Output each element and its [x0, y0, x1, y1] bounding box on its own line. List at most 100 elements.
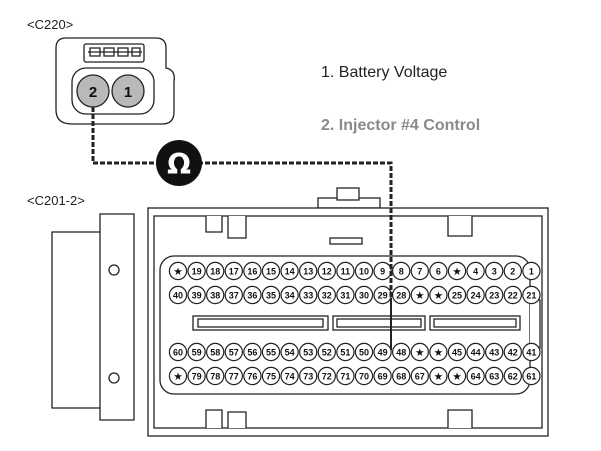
- svg-text:7: 7: [417, 266, 422, 276]
- ecm-pin: 55: [261, 342, 281, 362]
- svg-text:52: 52: [322, 347, 332, 357]
- svg-text:74: 74: [285, 371, 295, 381]
- svg-text:★: ★: [434, 290, 443, 300]
- ecm-pin: 1: [522, 261, 541, 281]
- ecm-pin: 9: [373, 261, 392, 281]
- svg-text:10: 10: [359, 266, 369, 276]
- svg-text:25: 25: [452, 290, 462, 300]
- legend-item-battery-voltage: 1. Battery Voltage: [321, 64, 448, 81]
- svg-text:★: ★: [174, 266, 183, 276]
- svg-text:12: 12: [322, 266, 332, 276]
- ecm-pin: 37: [224, 285, 243, 305]
- svg-text:44: 44: [471, 347, 481, 357]
- svg-text:★: ★: [416, 290, 425, 300]
- svg-text:71: 71: [340, 371, 350, 381]
- ecm-pin: 48: [392, 342, 411, 362]
- harness-wire: [91, 107, 393, 298]
- svg-text:3: 3: [492, 266, 497, 276]
- ecm-pin: 30: [354, 285, 374, 305]
- svg-text:36: 36: [247, 290, 257, 300]
- svg-text:45: 45: [452, 347, 462, 357]
- svg-text:41: 41: [526, 347, 536, 357]
- svg-text:16: 16: [247, 266, 257, 276]
- svg-text:Ω: Ω: [167, 148, 191, 181]
- ecm-pin: 11: [336, 261, 355, 281]
- ecm-pin: 64: [466, 366, 485, 386]
- ecm-pin: 38: [205, 285, 225, 305]
- svg-text:57: 57: [229, 347, 239, 357]
- ecm-pin: 75: [261, 366, 281, 386]
- harness-pin-1: 1: [111, 74, 145, 108]
- svg-text:6: 6: [436, 266, 441, 276]
- ecm-pin: 59: [187, 342, 206, 362]
- ecm-pin: ★: [410, 285, 429, 305]
- ecm-pin: 16: [243, 261, 262, 281]
- svg-text:73: 73: [303, 371, 313, 381]
- ecm-pin: 18: [205, 261, 225, 281]
- svg-text:33: 33: [303, 290, 313, 300]
- ecm-pin: 69: [373, 366, 392, 386]
- svg-text:56: 56: [247, 347, 257, 357]
- svg-text:50: 50: [359, 347, 369, 357]
- svg-text:2: 2: [510, 266, 515, 276]
- svg-text:32: 32: [322, 290, 332, 300]
- ecm-pin: 44: [466, 342, 485, 362]
- ecm-pin: 12: [317, 261, 336, 281]
- ecm-pin: 2: [503, 261, 522, 281]
- ecm-pin: 35: [261, 285, 281, 305]
- svg-text:4: 4: [473, 266, 478, 276]
- ecm-pin: 33: [299, 285, 318, 305]
- svg-text:★: ★: [174, 371, 183, 381]
- ecm-pin: 8: [392, 261, 411, 281]
- ohmmeter-icon: Ω: [156, 140, 202, 186]
- svg-text:15: 15: [266, 266, 276, 276]
- svg-text:39: 39: [192, 290, 202, 300]
- svg-text:40: 40: [173, 290, 183, 300]
- ecm-pin: 32: [317, 285, 336, 305]
- ecm-pin: ★: [410, 342, 429, 362]
- svg-text:24: 24: [471, 290, 481, 300]
- ecm-connector-body: [51, 187, 549, 437]
- svg-text:★: ★: [416, 347, 425, 357]
- ecm-pin: 56: [243, 342, 262, 362]
- ecm-pin: 14: [280, 261, 299, 281]
- ecm-pin: 22: [503, 285, 522, 305]
- svg-text:22: 22: [508, 290, 518, 300]
- ecm-pin: ★: [168, 261, 188, 281]
- svg-text:54: 54: [285, 347, 295, 357]
- svg-text:68: 68: [396, 371, 406, 381]
- svg-text:17: 17: [229, 266, 239, 276]
- ecm-pin: 29: [373, 285, 392, 305]
- ecm-pin: 72: [317, 366, 336, 386]
- ecm-pin: 25: [447, 285, 467, 305]
- svg-text:53: 53: [303, 347, 313, 357]
- svg-text:55: 55: [266, 347, 276, 357]
- ecm-pin: 21: [522, 285, 541, 305]
- ecm-pin: ★: [429, 366, 448, 386]
- ecm-pin: 17: [224, 261, 243, 281]
- svg-text:70: 70: [359, 371, 369, 381]
- svg-text:72: 72: [322, 371, 332, 381]
- ecm-pin: ★: [447, 366, 467, 386]
- svg-text:★: ★: [453, 371, 462, 381]
- ecm-pin: 7: [410, 261, 429, 281]
- ecm-pin: 52: [317, 342, 336, 362]
- svg-text:62: 62: [508, 371, 518, 381]
- ecm-pin: ★: [447, 261, 467, 281]
- ecm-pin: 60: [168, 342, 188, 362]
- svg-text:38: 38: [210, 290, 220, 300]
- ecm-pin: ★: [168, 366, 188, 386]
- harness-connector-label: <C220>: [27, 17, 74, 32]
- svg-text:37: 37: [229, 290, 239, 300]
- ecm-pin: 53: [299, 342, 318, 362]
- ecm-pin: 19: [187, 261, 206, 281]
- svg-text:28: 28: [396, 290, 406, 300]
- svg-text:76: 76: [247, 371, 257, 381]
- ecm-pin: 51: [336, 342, 355, 362]
- ecm-pin: 74: [280, 366, 299, 386]
- svg-text:9: 9: [380, 266, 385, 276]
- ecm-pin: 79: [187, 366, 206, 386]
- svg-text:49: 49: [378, 347, 388, 357]
- svg-text:14: 14: [285, 266, 295, 276]
